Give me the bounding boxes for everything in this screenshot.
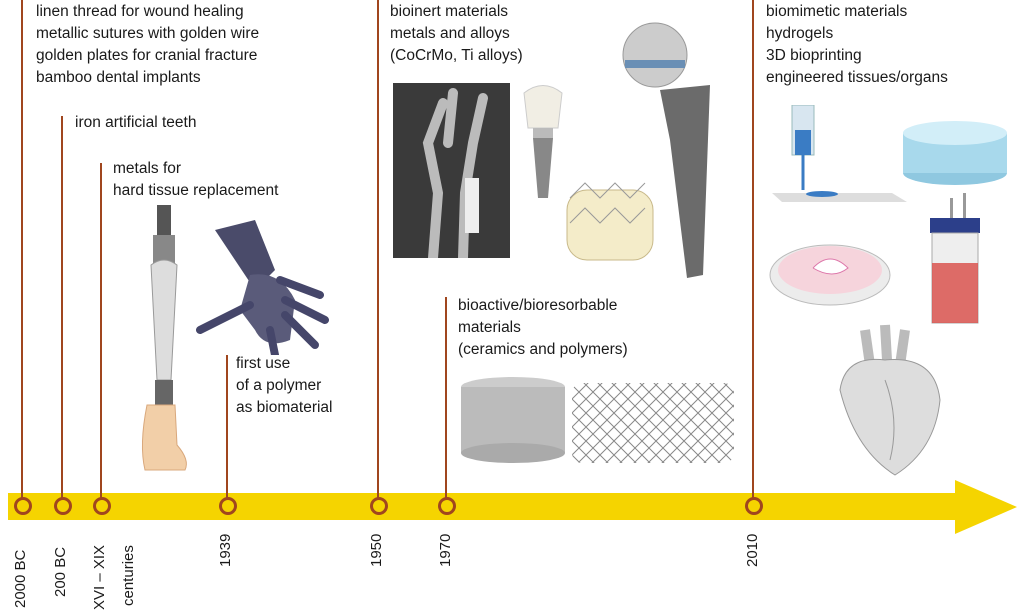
stent-icon [572,383,734,463]
text-line: metallic sutures with golden wire [36,25,260,42]
event-text-2000bc: linen thread for wound healing metallic … [36,1,259,89]
text-line: materials [458,319,521,336]
date-label: 200 BC [52,546,69,597]
text-line: bioactive/bioresorbable [458,297,618,314]
text-line: bioinert materials [390,3,509,20]
event-line-xvi-xix [100,163,102,498]
date-label: 1939 [217,533,234,567]
marker-1939 [219,497,237,515]
event-line-1950 [377,0,379,498]
prosthetic-leg-icon [141,205,187,471]
text-line: golden plates for cranial fracture [36,47,258,64]
marker-2000bc [14,497,32,515]
text-line: hard tissue replacement [113,182,279,199]
date-label: 1950 [368,533,385,567]
heart-icon [839,324,941,476]
bioreactor-icon [930,193,980,324]
robotic-hand-icon [196,220,329,355]
event-text-1950: bioinert materials metals and alloys (Co… [390,1,523,67]
xray-wrist-icon [393,83,510,258]
marker-xvi-xix [93,497,111,515]
event-line-2000bc [21,0,23,498]
timeline-axis [8,493,963,520]
text-line: as biomaterial [236,399,333,416]
event-text-200bc: iron artificial teeth [75,112,196,134]
text-line: (CoCrMo, Ti alloys) [390,47,523,64]
bioprinter-icon [772,105,907,202]
axis-arrowhead [955,480,1017,534]
marker-1970 [438,497,456,515]
event-line-200bc [61,116,63,498]
petri-dish-icon [769,244,891,306]
event-line-1939 [226,355,228,498]
text-line: linen thread for wound healing [36,3,244,20]
event-text-1970: bioactive/bioresorbable materials (ceram… [458,295,628,361]
text-line: engineered tissues/organs [766,69,948,86]
hip-implant-icon [622,22,710,278]
event-text-1939: first use of a polymer as biomaterial [236,353,333,419]
date-label: 2010 [744,533,761,567]
text-line: biomimetic materials [766,3,908,20]
text-line: first use [236,355,291,372]
marker-200bc [54,497,72,515]
text-line: metals and alloys [390,25,510,42]
hydrogel-dish-icon [903,121,1007,185]
text-line: bamboo dental implants [36,69,201,86]
text-line: iron artificial teeth [75,114,197,131]
text-line: 3D bioprinting [766,47,862,64]
date-label: 1970 [437,533,454,567]
event-text-xvi-xix: metals for hard tissue replacement [113,158,278,202]
marker-2010 [745,497,763,515]
event-text-2010: biomimetic materials hydrogels 3D biopri… [766,1,948,89]
text-line: hydrogels [766,25,834,42]
porous-scaffold-icon [461,377,565,463]
marker-1950 [370,497,388,515]
text-line: of a polymer [236,377,322,394]
event-line-1970 [445,297,447,498]
heart-valve-icon [566,182,654,261]
date-label: centuries [120,545,137,606]
text-line: (ceramics and polymers) [458,341,628,358]
event-line-2010 [752,0,754,498]
date-label: XVI – XIX [91,544,108,610]
date-label: 2000 BC [12,549,29,608]
text-line: metals for [113,160,182,177]
dental-implant-icon [523,85,563,198]
